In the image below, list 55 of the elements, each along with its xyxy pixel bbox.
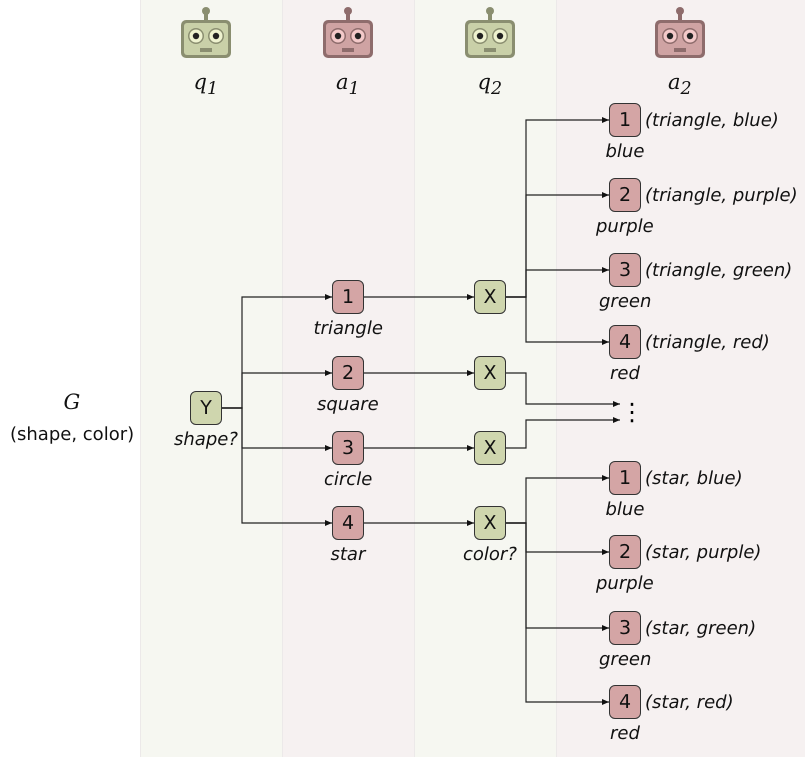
caption-text: red: [610, 363, 640, 384]
caption-text: star: [330, 544, 366, 565]
arrow: [364, 520, 474, 526]
query-box: X: [474, 280, 506, 314]
graph-symbol: G: [64, 390, 80, 414]
caption-text: red: [610, 723, 640, 744]
answer-box: 3: [332, 431, 364, 465]
arrow: [364, 294, 474, 300]
feature-text: (shape, color): [10, 424, 134, 444]
caption-text: (triangle, green): [645, 260, 792, 280]
column-heading: q$_{1}$: [194, 70, 218, 99]
caption-text: circle: [324, 469, 372, 490]
column-heading: a$_{1}$: [336, 70, 360, 99]
answer-box: 4: [609, 685, 641, 719]
caption-text: purple: [596, 216, 654, 237]
arrow: [222, 407, 332, 526]
caption-text: (star, purple): [645, 542, 762, 562]
answer-box: 1: [332, 280, 364, 314]
arrow: [506, 522, 609, 705]
caption-text: green: [599, 649, 652, 670]
answer-box: 3: [609, 253, 641, 287]
answer-box: 1: [609, 103, 641, 137]
arrow: [506, 296, 609, 345]
caption-text: (triangle, purple): [645, 184, 798, 206]
answer-box: 2: [332, 356, 364, 390]
caption-text: blue: [606, 141, 644, 162]
answer-box: 2: [609, 178, 641, 212]
answer-box: 4: [609, 325, 641, 359]
arrow: [364, 370, 474, 376]
arrow: [364, 445, 474, 451]
caption-text: shape?: [174, 429, 238, 450]
caption-text: (star, red): [645, 692, 734, 712]
caption-text: green: [599, 291, 652, 312]
caption-text: square: [317, 394, 379, 415]
caption-text: triangle: [314, 318, 383, 339]
answer-box: 4: [332, 506, 364, 540]
caption-text: (star, blue): [645, 468, 743, 488]
query-box: X: [474, 506, 506, 540]
ellipsis-text: ⋮: [620, 397, 636, 428]
query-box: X: [474, 356, 506, 390]
arrow: [506, 372, 620, 407]
caption-text: (triangle, red): [645, 332, 770, 352]
caption-text: (triangle, blue): [645, 110, 779, 130]
answer-box: 2: [609, 535, 641, 569]
caption-text: (star, green): [645, 618, 756, 638]
query-box: Y: [190, 391, 222, 425]
caption-text: color?: [463, 544, 517, 565]
column-heading: a$_{2}$: [668, 70, 692, 99]
caption-text: purple: [596, 573, 654, 594]
column-heading: q$_{2}$: [478, 70, 502, 99]
arrow: [506, 417, 620, 449]
query-box: X: [474, 431, 506, 465]
answer-box: 3: [609, 611, 641, 645]
answer-box: 1: [609, 461, 641, 495]
caption-text: blue: [606, 499, 644, 520]
